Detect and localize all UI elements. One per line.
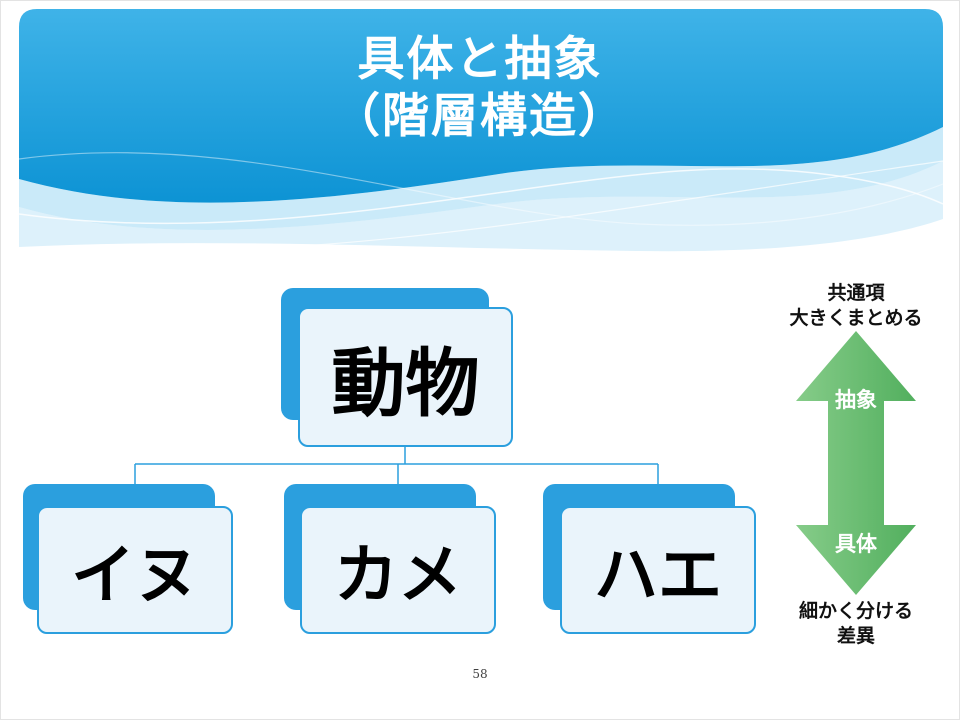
node-child-3-label: ハエ [594,538,722,613]
node-child-2-label: カメ [334,538,462,613]
arrow-label-abstract: 抽象 [835,387,877,412]
page-number: 58 [472,667,488,681]
slide-title: 具体と抽象 （階層構造） [1,31,959,146]
arrow-label-concrete: 具体 [835,531,877,556]
node-child-3-box: ハエ [560,506,756,634]
arrow-bottom-caption: 細かく分ける 差異 [736,599,959,648]
slide-title-line-1: 具体と抽象 [357,32,603,87]
node-child-1-label: イヌ [71,538,199,613]
header-wave-graphic [19,9,943,252]
arrow-top-caption: 共通項 大きくまとめる [736,281,959,330]
node-child-2-box: カメ [300,506,496,634]
node-child-1-box: イヌ [37,506,233,634]
arrow-top-caption-line-1: 共通項 [827,282,885,304]
slide-title-line-2: （階層構造） [333,89,627,145]
arrow-bottom-caption-line-2: 差異 [836,624,875,647]
node-root-label: 動物 [331,340,480,427]
arrow-top-caption-line-2: 大きくまとめる [789,306,923,329]
arrow-bottom-caption-line-1: 細かく分ける [798,600,913,622]
updown-arrow-icon [796,331,916,595]
node-root-box: 動物 [298,307,513,447]
